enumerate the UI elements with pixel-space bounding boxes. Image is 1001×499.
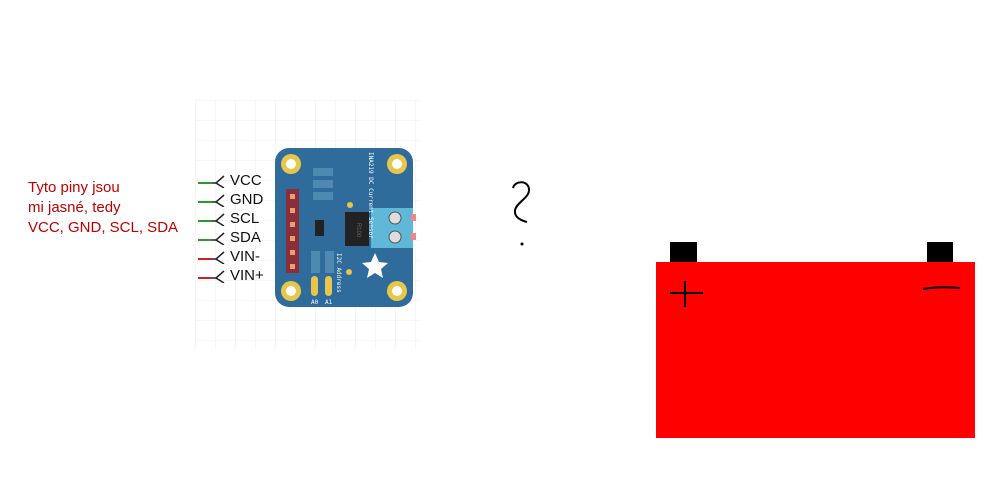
- pin-vin+: VIN+: [198, 266, 264, 285]
- wire-icon: [198, 250, 225, 264]
- pin-gnd: GND: [198, 190, 264, 209]
- pin-list: VCC GND SCL SDA VIN- VIN+: [198, 171, 264, 285]
- wire-icon: [198, 193, 225, 207]
- pin-label: VIN-: [230, 248, 260, 265]
- pin-label: VIN+: [230, 267, 264, 284]
- battery: [656, 262, 975, 438]
- board-title: INA219 DC Current Sensor: [367, 152, 374, 239]
- jumper-a1: A1: [325, 299, 333, 306]
- address-label: I2C Address: [335, 253, 342, 293]
- ina219-board: R100 INA219 DC Current Sensor I2C Addres…: [275, 148, 416, 307]
- pin-label: VCC: [230, 172, 262, 189]
- pin-label: SCL: [230, 210, 260, 227]
- wire-icon: [198, 231, 225, 245]
- question-mark-drawing: [512, 181, 531, 246]
- note-line: VCC, GND, SCL, SDA: [28, 219, 179, 236]
- minus-sign-icon: [922, 286, 961, 290]
- resistor-label: R100: [355, 223, 361, 238]
- wire-icon: [198, 174, 225, 188]
- pin-vin-: VIN-: [198, 247, 264, 266]
- pin-label: GND: [230, 191, 264, 208]
- pin-vcc: VCC: [198, 171, 264, 190]
- wire-icon: [198, 212, 225, 226]
- jumper-a0: A0: [311, 299, 319, 306]
- pin-scl: SCL: [198, 209, 264, 228]
- battery-negative-terminal: [927, 242, 953, 262]
- note-line: mi jasné, tedy: [28, 199, 121, 216]
- battery-markings: [670, 281, 961, 307]
- battery-positive-terminal: [670, 242, 697, 262]
- pin-sda: SDA: [198, 228, 264, 247]
- note-line: Tyto piny jsou: [28, 179, 120, 196]
- pin-label: SDA: [230, 229, 261, 246]
- plus-sign-icon: [670, 281, 703, 307]
- annotation-note: Tyto piny jsou mi jasné, tedy VCC, GND, …: [28, 178, 178, 238]
- wire-icon: [198, 269, 225, 283]
